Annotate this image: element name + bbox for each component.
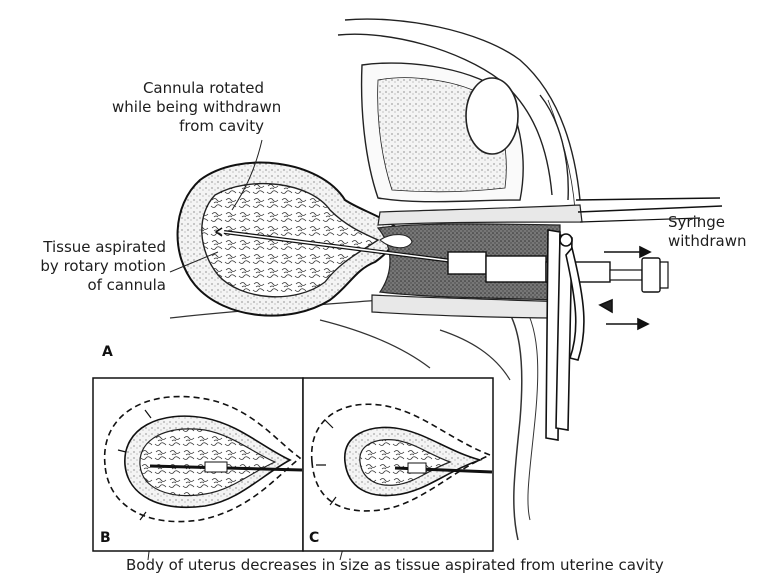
label-syringe-line-2: withdrawn — [668, 232, 763, 251]
label-cannula-line-3: from cavity — [112, 117, 264, 136]
label-cannula-rotated: Cannula rotated while being withdrawn fr… — [112, 79, 264, 136]
inset-panels — [93, 378, 493, 551]
label-cannula-line-1: Cannula rotated — [112, 79, 264, 98]
label-tissue-line-2: by rotary motion — [8, 257, 166, 276]
panel-letter-c: C — [309, 530, 319, 546]
label-syringe-line-1: Syringe — [668, 213, 763, 232]
label-syringe-withdrawn: Syringe withdrawn — [668, 213, 763, 251]
panel-letter-b: B — [100, 530, 111, 546]
pelvic-organs — [338, 19, 580, 210]
panel-letter-a: A — [102, 344, 113, 360]
label-cannula-line-2: while being withdrawn — [112, 98, 264, 117]
label-tissue-line-3: of cannula — [8, 276, 166, 295]
caption: Body of uterus decreases in size as tiss… — [126, 556, 664, 575]
label-tissue-line-1: Tissue aspirated — [8, 238, 166, 257]
label-tissue-aspirated: Tissue aspirated by rotary motion of can… — [8, 238, 166, 295]
